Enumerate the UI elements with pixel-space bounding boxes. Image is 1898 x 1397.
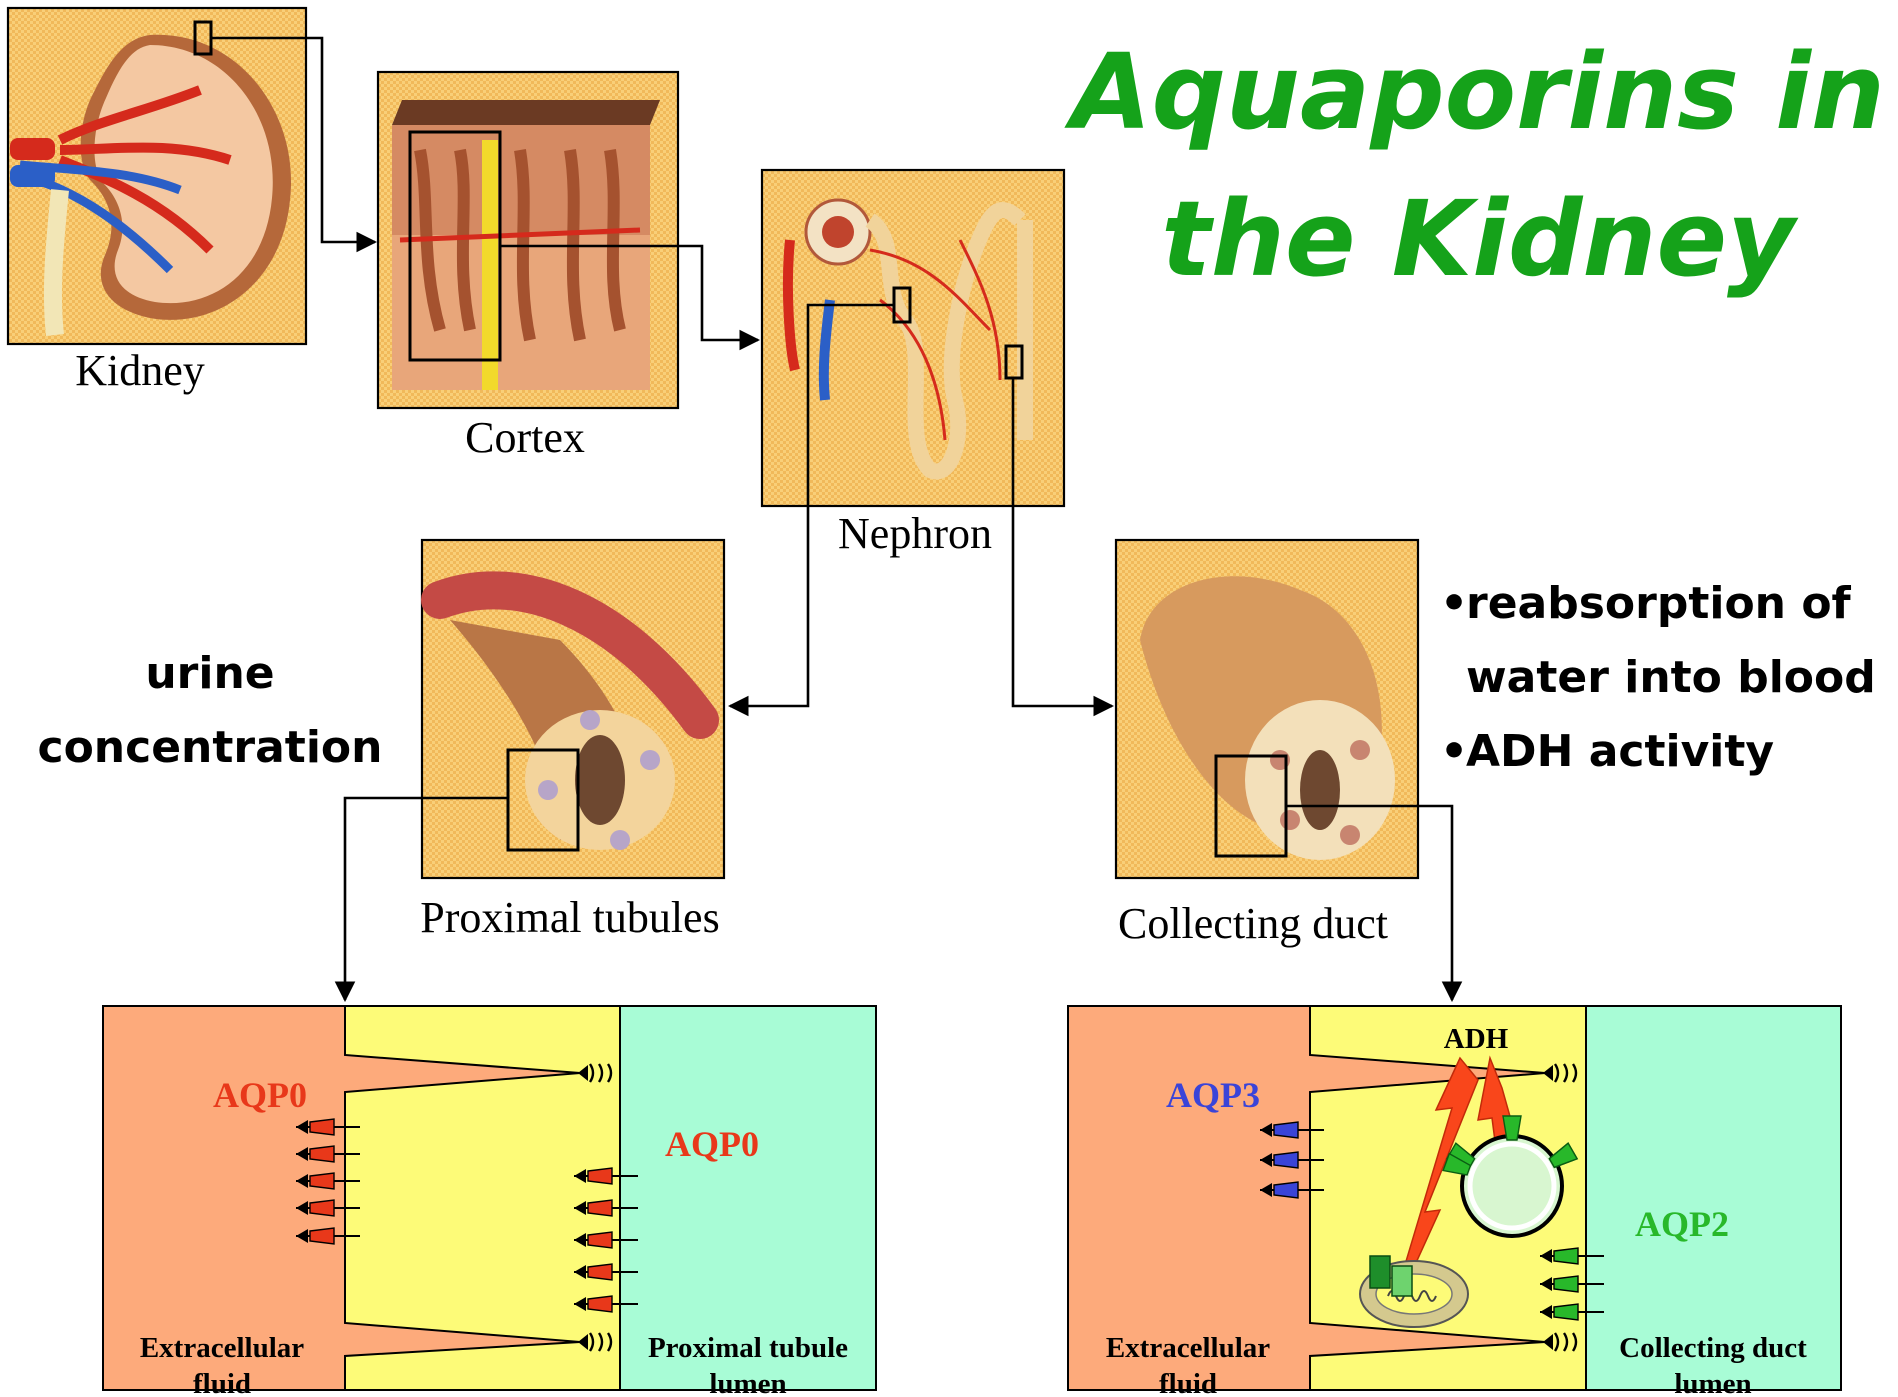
collecting-lumen-line1: Collecting duct bbox=[1619, 1332, 1807, 1364]
aqp2-vesicle bbox=[1462, 1136, 1562, 1236]
cortex-panel bbox=[378, 72, 678, 408]
note-adh-activity: ADH activity bbox=[1466, 726, 1774, 777]
proximal-aqp-apical-label: AQP0 bbox=[665, 1124, 759, 1164]
proximal-tubules-label: Proximal tubules bbox=[420, 893, 719, 942]
proximal-cell-diagram: Extracellular fluid Proximal tubule lume… bbox=[103, 1006, 876, 1397]
bullet-2: • bbox=[1440, 726, 1468, 777]
proximal-tubule-panel bbox=[422, 540, 724, 878]
title-line-2: the Kidney bbox=[1161, 178, 1799, 300]
collecting-duct-panel bbox=[1116, 540, 1418, 878]
nephron-label: Nephron bbox=[838, 509, 992, 558]
gene-block-1 bbox=[1370, 1256, 1390, 1288]
note-concentration: concentration bbox=[38, 722, 383, 773]
cortex-label: Cortex bbox=[465, 413, 585, 462]
proximal-lumen-line1: Proximal tubule bbox=[648, 1332, 848, 1364]
vesicle-aqp2-channel bbox=[1503, 1116, 1521, 1140]
proximal-aqp-basolateral-label: AQP0 bbox=[213, 1075, 307, 1115]
collecting-extracellular-line1: Extracellular bbox=[1106, 1332, 1270, 1364]
kidney-panel bbox=[8, 8, 306, 344]
note-reabsorption: reabsorption of bbox=[1466, 578, 1852, 629]
proximal-lumen-line2: lumen bbox=[709, 1368, 786, 1397]
proximal-extracellular-line2: fluid bbox=[193, 1368, 251, 1397]
kidney-label: Kidney bbox=[75, 346, 205, 395]
adh-label: ADH bbox=[1444, 1023, 1509, 1055]
title-line-1: Aquaporins in bbox=[1064, 31, 1885, 153]
collecting-aqp-apical-label: AQP2 bbox=[1635, 1204, 1729, 1244]
note-urine: urine bbox=[145, 648, 274, 699]
collecting-extracellular-line2: fluid bbox=[1159, 1368, 1217, 1397]
gene-block-2 bbox=[1392, 1266, 1412, 1296]
note-water-into-blood: water into blood bbox=[1466, 652, 1876, 703]
proximal-extracellular-line1: Extracellular bbox=[140, 1332, 304, 1364]
collecting-cell-diagram: Extracellular fluid Collecting duct lume… bbox=[1068, 1006, 1841, 1397]
bullet-1: • bbox=[1440, 578, 1468, 629]
collecting-aqp-basolateral-label: AQP3 bbox=[1166, 1075, 1260, 1115]
collecting-lumen-line2: lumen bbox=[1674, 1368, 1751, 1397]
collecting-duct-label: Collecting duct bbox=[1118, 899, 1388, 948]
